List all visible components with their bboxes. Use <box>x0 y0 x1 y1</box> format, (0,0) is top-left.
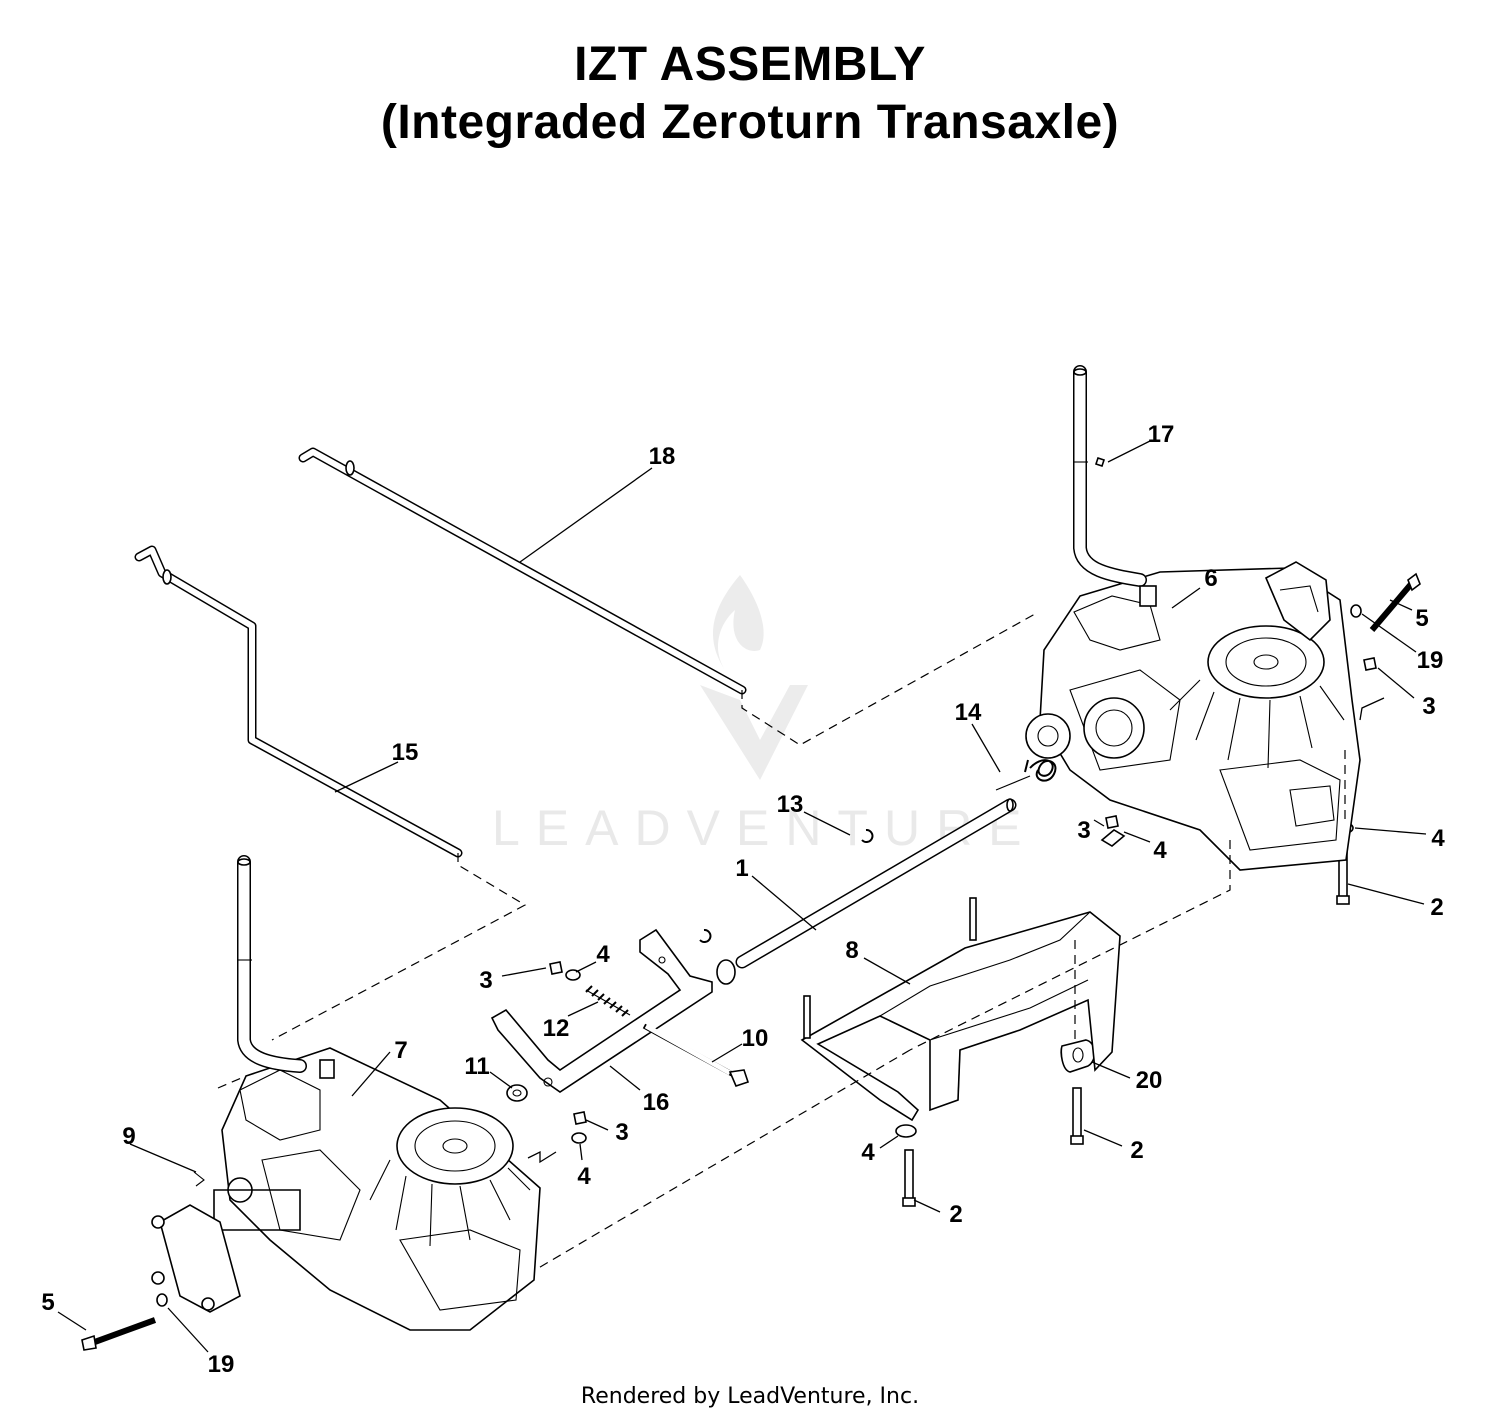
callout-19: 19 <box>1417 647 1444 674</box>
callout-3: 3 <box>615 1119 628 1146</box>
callout-4: 4 <box>577 1163 591 1190</box>
callout-8: 8 <box>845 937 858 964</box>
callout-2: 2 <box>1130 1137 1143 1164</box>
callout-7: 7 <box>394 1037 407 1064</box>
diagram-title: IZT ASSEMBLY (Integraded Zeroturn Transa… <box>0 36 1500 152</box>
title-line-1: IZT ASSEMBLY <box>574 38 926 91</box>
part-11-spacer[interactable] <box>506 1084 528 1102</box>
callout-14: 14 <box>955 699 982 726</box>
part-14-torsion-spring[interactable] <box>995 759 1057 791</box>
callout-leader-lines <box>57 439 1427 1353</box>
hardware-bolts[interactable] <box>81 572 1421 1351</box>
callout-17: 17 <box>1148 421 1175 448</box>
callout-18: 18 <box>649 443 676 470</box>
part-1-cross-shaft[interactable] <box>716 798 1017 985</box>
callout-20: 20 <box>1136 1067 1163 1094</box>
callout-4: 4 <box>861 1139 875 1166</box>
part-20-clamp[interactable] <box>1060 1039 1096 1073</box>
part-15-control-rod[interactable] <box>134 545 463 858</box>
callout-2: 2 <box>949 1201 962 1228</box>
callout-4: 4 <box>1153 837 1167 864</box>
part-10-bolt[interactable] <box>642 1023 750 1087</box>
left-lever-arm[interactable] <box>237 855 307 1073</box>
watermark-flame-logo-icon <box>700 575 808 780</box>
e-ring-clip[interactable] <box>699 929 712 943</box>
callout-13: 13 <box>777 791 804 818</box>
part-13-e-ring[interactable] <box>861 829 874 843</box>
part-12-compression-spring[interactable] <box>585 985 631 1017</box>
part-6-right-transaxle[interactable] <box>1025 561 1361 871</box>
title-line-2: (Integraded Zeroturn Transaxle) <box>380 96 1120 149</box>
part-7-left-transaxle[interactable] <box>151 1047 541 1331</box>
callout-labels: 1 2 2 2 3 3 3 3 4 4 4 4 4 5 5 6 7 8 9 10… <box>41 421 1445 1378</box>
callout-5: 5 <box>41 1289 54 1316</box>
watermark-text: LEADVENTURE <box>492 800 1038 856</box>
part-18-control-rod[interactable] <box>298 447 747 695</box>
callout-2: 2 <box>1430 894 1443 921</box>
callout-19: 19 <box>208 1351 235 1378</box>
part-8-frame-bracket[interactable] <box>800 897 1121 1122</box>
callout-4: 4 <box>596 941 610 968</box>
callout-3: 3 <box>479 967 492 994</box>
callout-16: 16 <box>643 1089 670 1116</box>
callout-9: 9 <box>122 1123 135 1150</box>
part-16-bracket[interactable] <box>490 928 713 1093</box>
callout-3: 3 <box>1422 693 1435 720</box>
callout-12: 12 <box>543 1015 570 1042</box>
callout-10: 10 <box>742 1025 769 1052</box>
callout-6: 6 <box>1204 565 1217 592</box>
callout-4: 4 <box>1431 825 1445 852</box>
part-17-lever-arm[interactable] <box>1073 365 1157 607</box>
callout-15: 15 <box>392 739 419 766</box>
footer-credit: Rendered by LeadVenture, Inc. <box>580 1384 920 1409</box>
callout-11: 11 <box>464 1053 489 1080</box>
callout-3: 3 <box>1077 817 1090 844</box>
alignment-dash-lines <box>217 613 1346 1271</box>
callout-5: 5 <box>1415 605 1428 632</box>
callout-1: 1 <box>735 855 748 882</box>
